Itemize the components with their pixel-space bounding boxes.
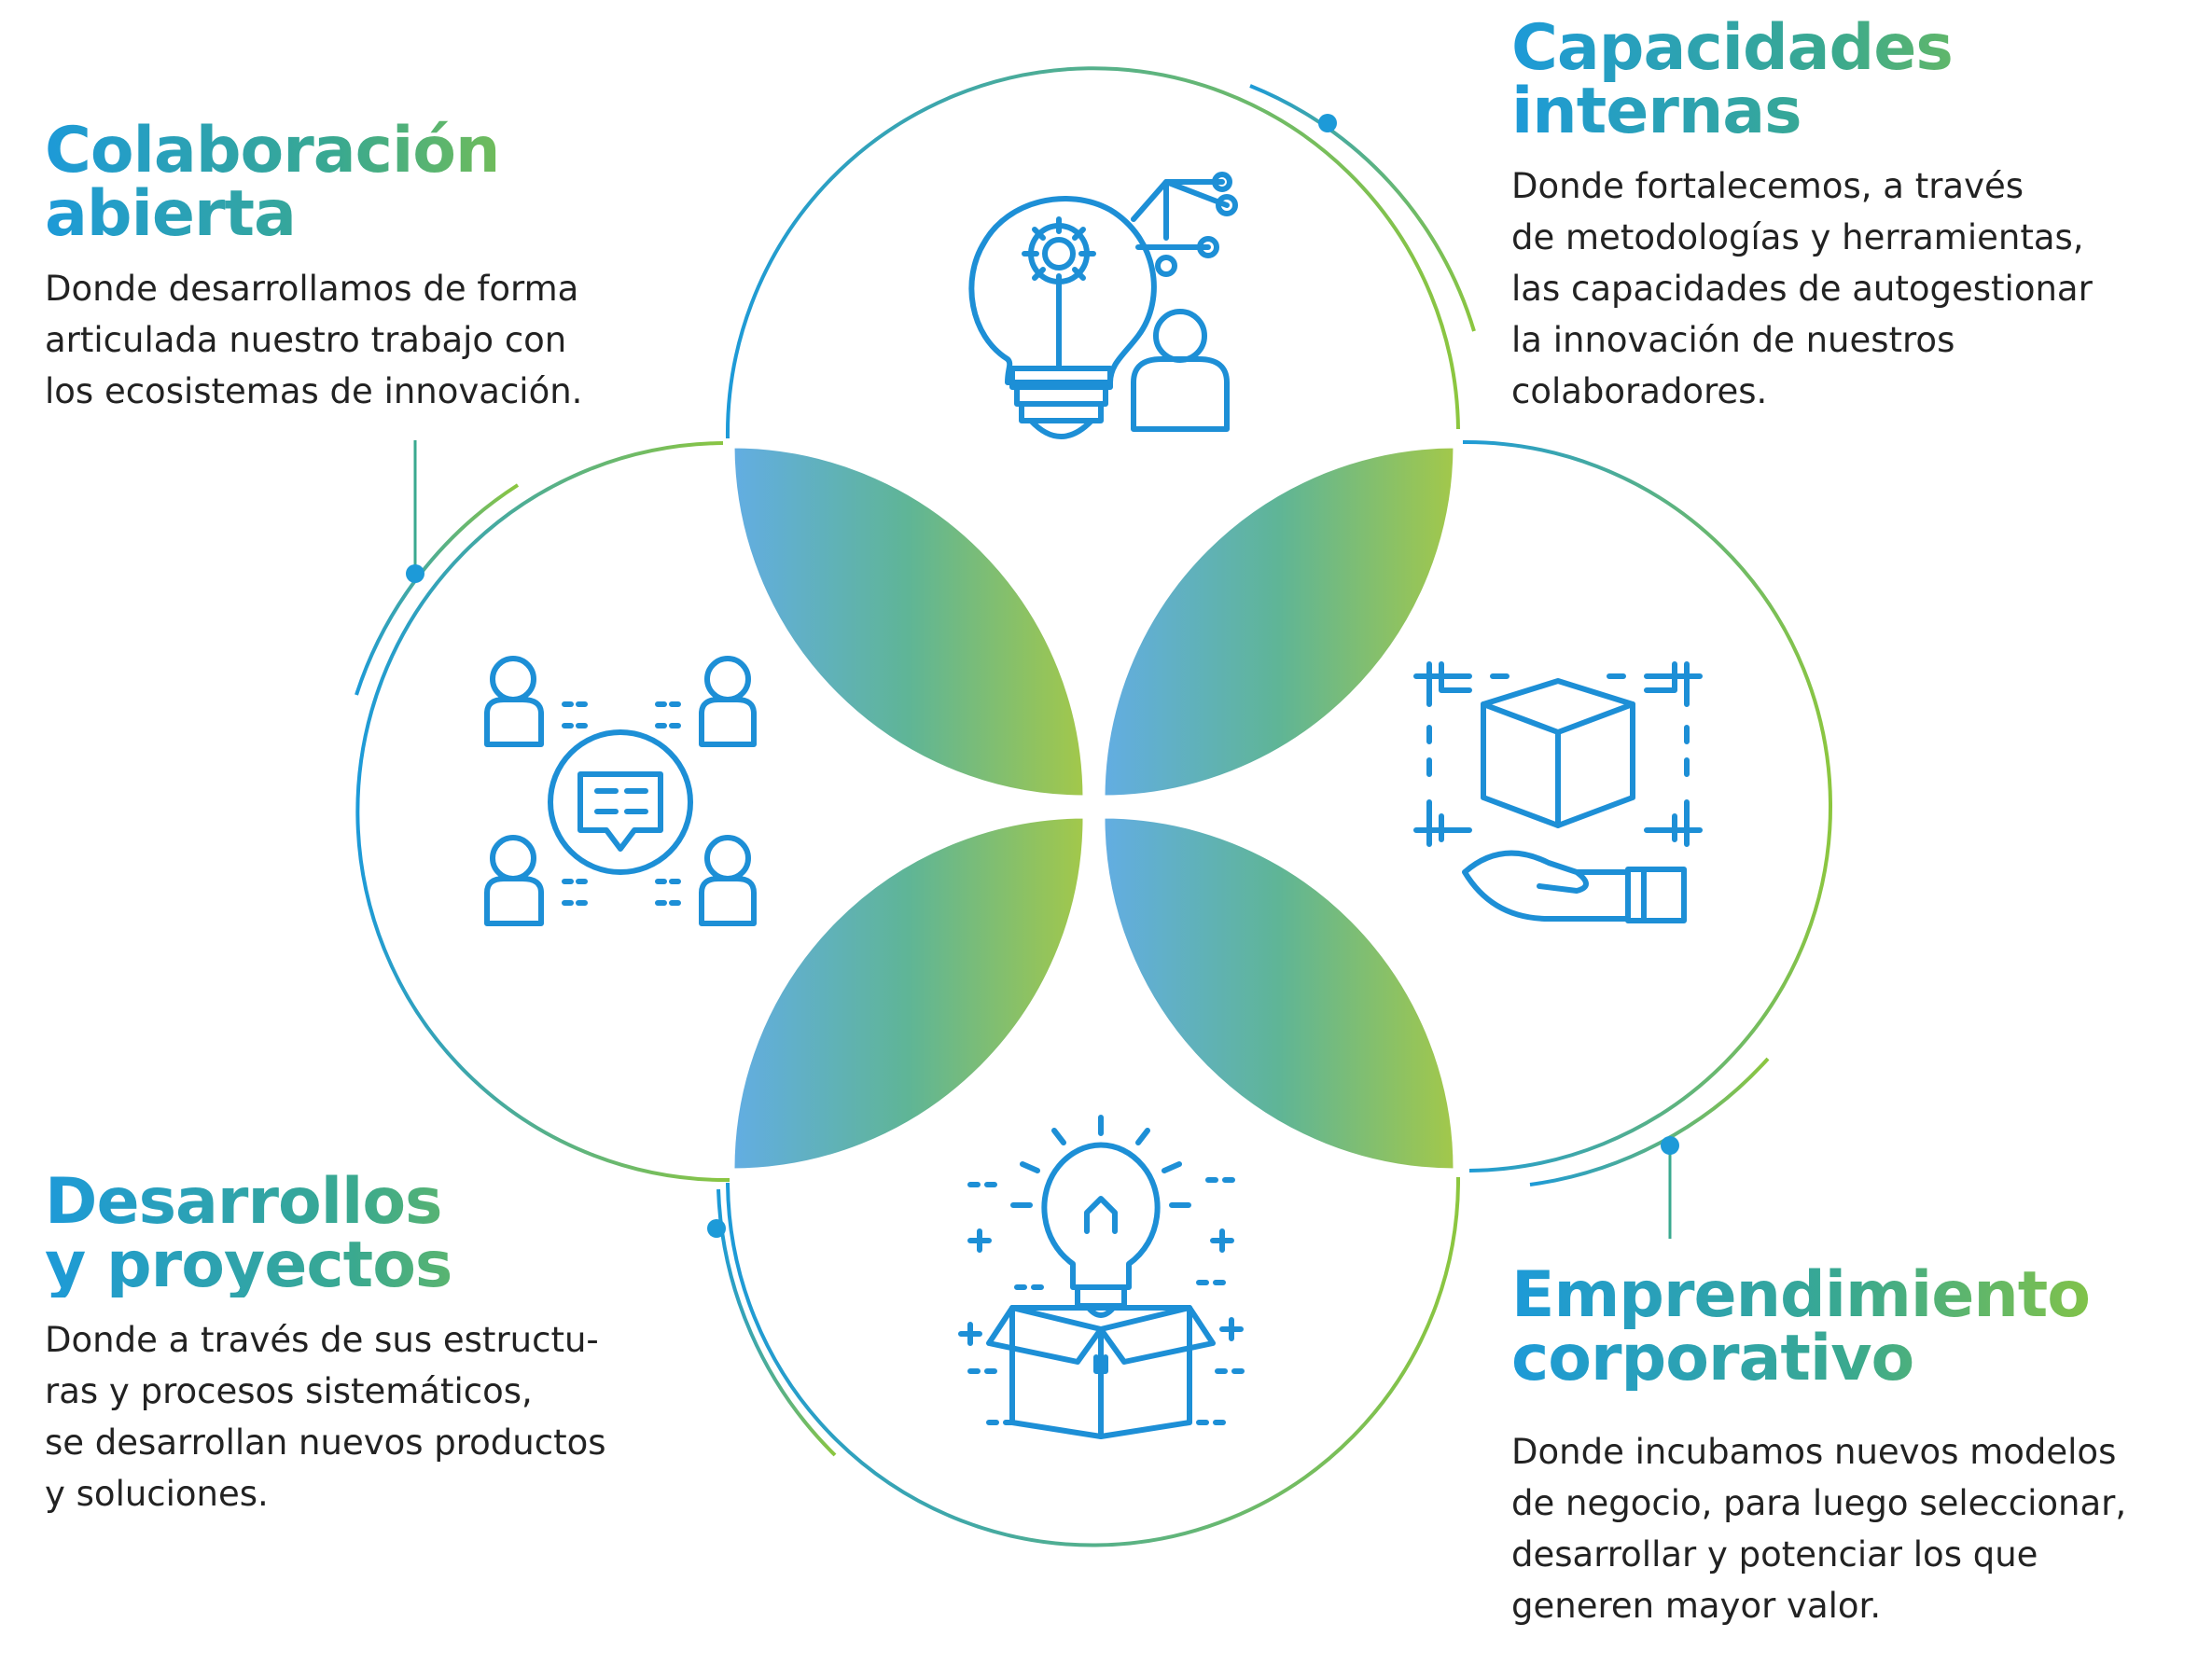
section-colaboracion: Colaboración abierta Donde desarrollamos… <box>45 119 582 417</box>
section-description: Donde desarrollamos de forma articulada … <box>45 263 582 417</box>
circle-top <box>725 66 1460 439</box>
title-line: corporativo <box>1511 1322 1914 1395</box>
desc-line: las capacidades de autogestionar <box>1511 269 2093 309</box>
circle-bottom <box>726 1176 1461 1547</box>
accent-arc-top <box>1249 84 1476 332</box>
section-title: Desarrollos y proyectos <box>45 1171 606 1297</box>
petal-bottom-right <box>1100 813 1458 1173</box>
section-description: Donde incubamos nuevos modelos de negoci… <box>1511 1426 2126 1631</box>
lightbulb-box-icon <box>958 1115 1245 1439</box>
desc-line: ras y procesos sistemáticos, <box>45 1371 533 1411</box>
desc-line: de negocio, para luego seleccionar, <box>1511 1483 2127 1523</box>
title-line: Capacidades <box>1511 11 1953 85</box>
circle-left <box>355 441 730 1183</box>
desc-line: desarrollar y potenciar los que <box>1511 1534 2038 1575</box>
desc-line: y soluciones. <box>45 1474 269 1514</box>
desc-line: Donde incubamos nuevos modelos <box>1511 1432 2117 1472</box>
petal-top-right <box>1100 443 1458 800</box>
desc-line: se desarrollan nuevos productos <box>45 1422 606 1463</box>
connector-capacidades <box>1318 114 1469 132</box>
desc-line: los ecosistemas de innovación. <box>45 371 583 411</box>
desc-line: articulada nuestro trabajo con <box>45 320 567 360</box>
section-desarrollos: Desarrollos y proyectos Donde a través d… <box>45 1171 606 1519</box>
desc-line: generen mayor valor. <box>1511 1586 1882 1626</box>
accent-arc-bottom-right <box>1529 1057 1770 1186</box>
desc-line: la innovación de nuestros <box>1511 320 1955 360</box>
section-title: Emprendimiento corporativo <box>1511 1264 2126 1391</box>
section-emprendimiento: Emprendimiento corporativo Donde incubam… <box>1511 1264 2126 1631</box>
title-line: Emprendimiento <box>1511 1258 2090 1332</box>
accent-arc-bottom-left <box>716 1188 837 1457</box>
team-chat-icon <box>484 656 757 926</box>
petal-top-left <box>730 443 1088 800</box>
title-line: y proyectos <box>45 1228 452 1302</box>
title-line: internas <box>1511 75 1802 148</box>
connector-colaboracion <box>406 440 424 583</box>
lightbulb-gear-person-icon <box>968 172 1238 439</box>
hand-cube-icon <box>1413 661 1703 923</box>
section-description: Donde fortalecemos, a través de metodolo… <box>1511 160 2093 417</box>
title-line: Colaboración <box>45 114 500 187</box>
circle-right <box>1462 439 1832 1172</box>
desc-line: de metodologías y herramientas, <box>1511 217 2084 257</box>
section-capacidades: Capacidades internas Donde fortalecemos,… <box>1511 17 2093 417</box>
connector-emprendimiento <box>1661 1136 1679 1239</box>
desc-line: Donde a través de sus estructu- <box>45 1320 599 1360</box>
section-title: Colaboración abierta <box>45 119 582 246</box>
petal-bottom-left <box>730 813 1088 1173</box>
title-line: abierta <box>45 177 296 251</box>
section-description: Donde a través de sus estructu- ras y pr… <box>45 1314 606 1519</box>
connector-desarrollos <box>438 1219 726 1238</box>
desc-line: Donde fortalecemos, a través <box>1511 166 2024 206</box>
section-title: Capacidades internas <box>1511 17 2093 144</box>
desc-line: Donde desarrollamos de forma <box>45 269 579 309</box>
desc-line: colaboradores. <box>1511 371 1768 411</box>
accent-arc-left <box>355 483 520 696</box>
title-line: Desarrollos <box>45 1165 442 1239</box>
